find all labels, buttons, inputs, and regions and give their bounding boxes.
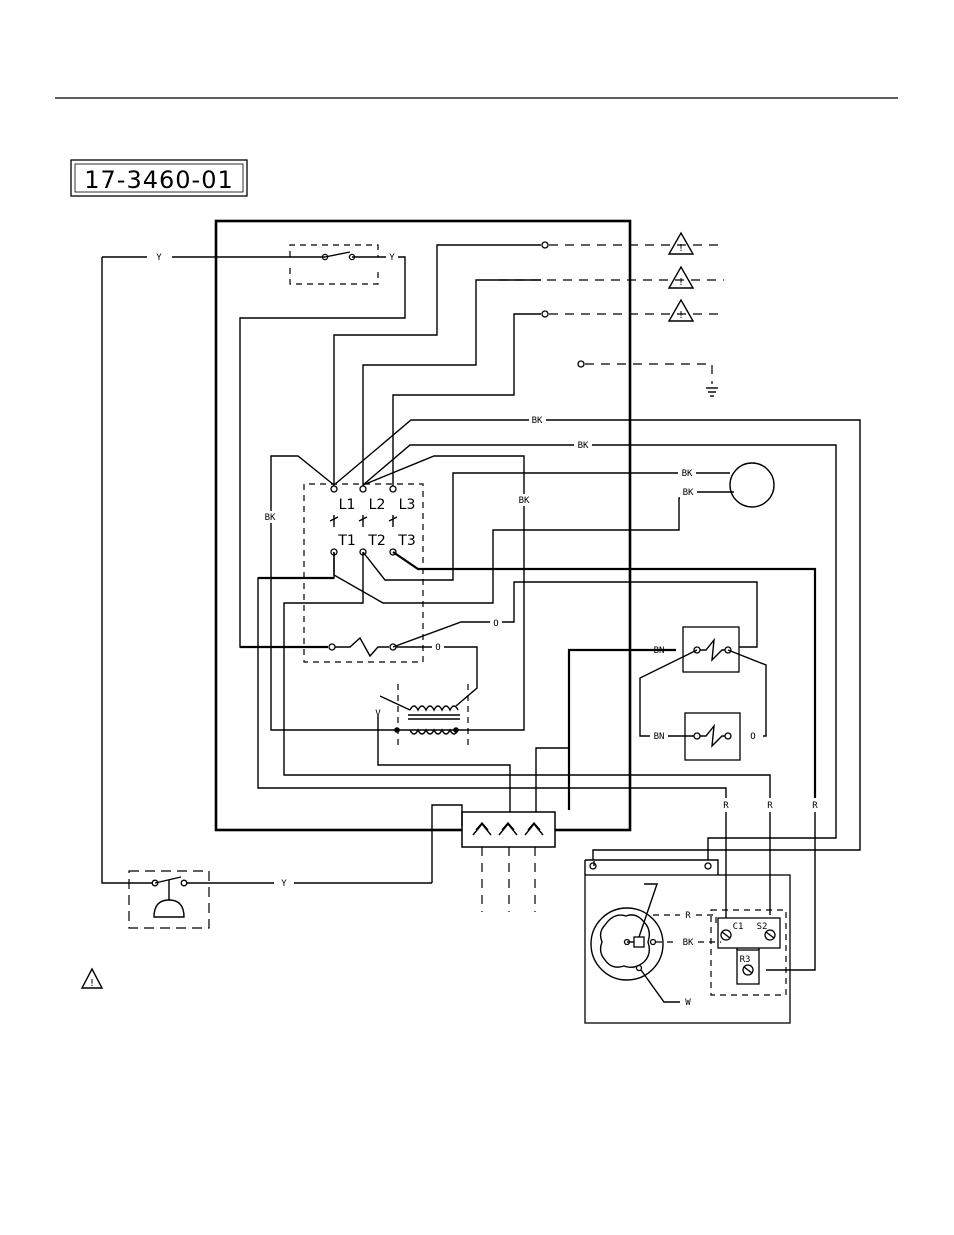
wire-bn-overload <box>567 648 676 810</box>
overload-relay <box>682 626 740 673</box>
control-box-enclosure <box>214 219 632 832</box>
wire-label-bk-left: BK <box>265 513 276 523</box>
contactor-label-t3: T3 <box>397 533 415 549</box>
connector-block <box>461 811 556 848</box>
compressor-terminal-s: S2 <box>757 922 768 932</box>
contactor-label-l3: L3 <box>399 497 416 513</box>
wire-label-o-thermostat: O <box>750 732 755 742</box>
svg-text:!: ! <box>679 277 683 288</box>
wire-label-w-internal: W <box>685 998 691 1008</box>
field-wiring <box>481 847 536 912</box>
compressor-terminal-c: C1 <box>733 922 744 932</box>
transformer <box>379 684 469 748</box>
wire-label-bk-1: BK <box>532 416 543 426</box>
wire-label-bn-1: BN <box>654 646 665 656</box>
warning-triangle-2: ! <box>667 265 695 289</box>
wire-label-y-remote: Y <box>281 879 287 889</box>
wire-red-r3 <box>766 812 816 971</box>
wire-label-o-return: O <box>493 619 498 629</box>
compressor-box: C1 S2 R3 R BK W <box>584 859 791 1024</box>
wire-bk-to-cap-2 <box>362 444 574 486</box>
remote-pressure-switch <box>128 870 210 929</box>
wire-label-bn-2: BN <box>654 732 665 742</box>
wire-label-r-1: R <box>723 801 729 811</box>
wire-line-2 <box>362 279 541 487</box>
contactor-label-l2: L2 <box>369 497 386 513</box>
wire-line-1 <box>333 244 541 487</box>
warning-note-symbol: ! <box>80 967 104 989</box>
wire-y-to-coil <box>239 256 406 648</box>
wire-line-3 <box>392 313 541 487</box>
contactor-label-l1: L1 <box>339 497 356 513</box>
svg-text:!: ! <box>679 310 683 321</box>
fan-motor <box>729 462 775 508</box>
contactor-coil: O <box>240 636 478 707</box>
wire-bk-to-cap-1 <box>333 419 529 486</box>
svg-text:!: ! <box>679 243 683 254</box>
compressor-motor <box>590 907 664 981</box>
wire-label-y-switch: Y <box>389 253 395 263</box>
part-number-box: 17-3460-01 <box>70 159 248 197</box>
wire-load-heavy-t3 <box>392 551 817 800</box>
wire-bk-fan-1 <box>362 472 678 581</box>
contactor-label-t1: T1 <box>337 533 355 549</box>
line-inputs <box>499 241 724 397</box>
wire-o-coil-return <box>392 621 490 648</box>
wire-label-bk-right: BK <box>519 496 530 506</box>
wire-bk-fan-2 <box>333 497 680 604</box>
part-number-text: 17-3460-01 <box>84 166 233 194</box>
wire-label-bk-fan-1: BK <box>682 469 693 479</box>
top-switch <box>289 244 379 285</box>
wire-label-y-top: Y <box>156 253 162 263</box>
wire-o-overload <box>502 581 758 648</box>
wire-label-v: V <box>375 709 381 719</box>
wire-v-transformer <box>377 716 511 814</box>
wire-label-bk-2: BK <box>578 441 589 451</box>
wire-label-r-internal: R <box>685 911 691 921</box>
wire-label-bk-internal: BK <box>683 938 694 948</box>
wire-y-remote <box>431 804 463 883</box>
contactor-label-t2: T2 <box>367 533 385 549</box>
wire-t2-load <box>283 552 771 800</box>
svg-text:!: ! <box>90 978 94 989</box>
wire-label-r-3: R <box>812 801 818 811</box>
wire-t1-load <box>257 552 630 789</box>
compressor-terminal-r: R3 <box>740 955 751 965</box>
warning-triangle-1: ! <box>667 231 695 255</box>
wire-label-o-coil: O <box>435 643 440 653</box>
wire-label-r-2: R <box>767 801 773 811</box>
wire-label-bk-fan-2: BK <box>683 488 694 498</box>
warning-triangle-3: ! <box>667 298 695 322</box>
